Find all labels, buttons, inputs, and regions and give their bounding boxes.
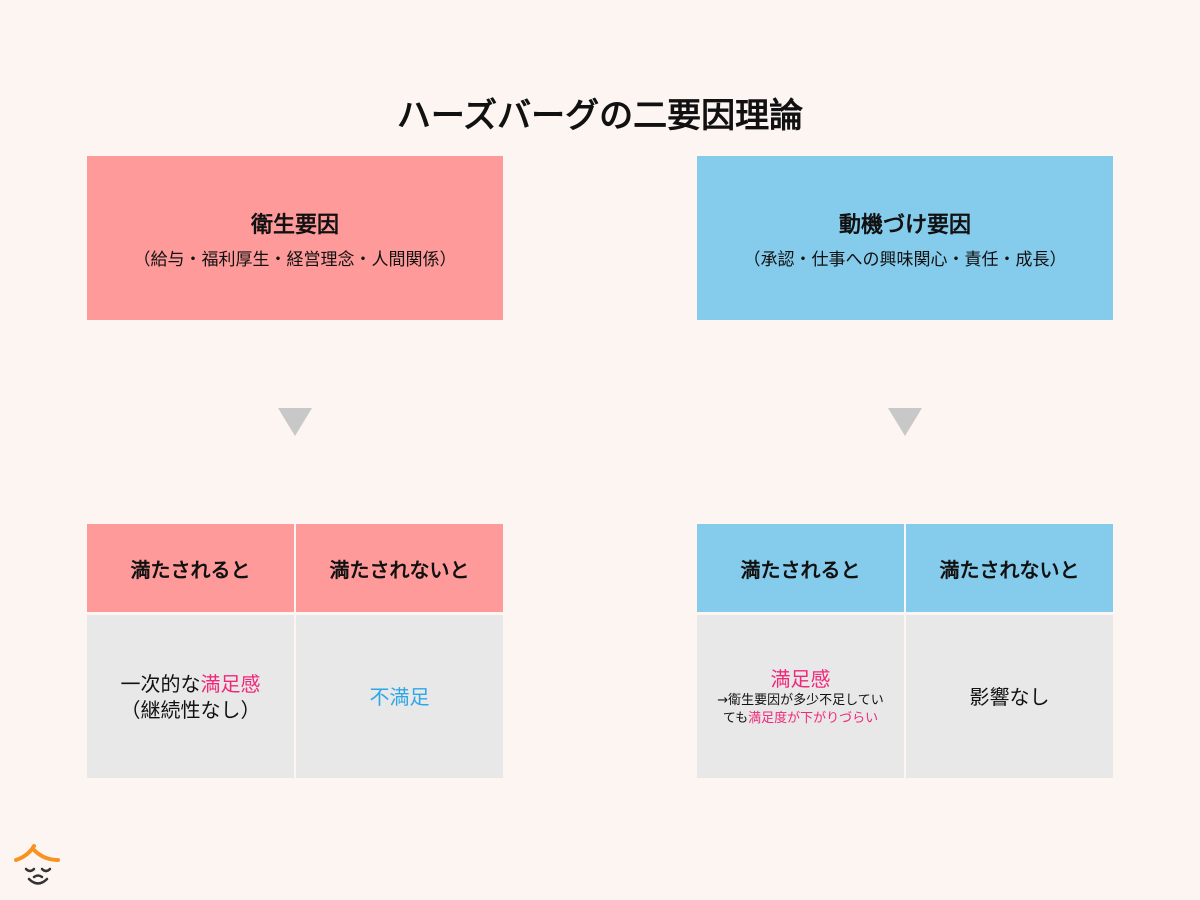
motivator-examples: （承認・仕事への興味関心・責任・成長） <box>743 249 1067 270</box>
cell-note: ても <box>722 710 749 726</box>
cell-highlight: 満足感 <box>200 671 261 696</box>
motivator-table: 満たされると 満たされないと 満足感 →衛生要因が多少不足してい ても満足度が下… <box>697 524 1113 778</box>
cell-satisfied: 一次的な満足感 （継続性なし） <box>87 615 294 778</box>
down-arrow-icon <box>278 408 312 436</box>
cell-text: （継続性なし） <box>120 697 261 722</box>
cell-unsatisfied: 不満足 <box>296 615 503 778</box>
hygiene-examples: （給与・福利厚生・経営理念・人間関係） <box>133 249 457 270</box>
header-unsatisfied: 満たされないと <box>296 524 503 612</box>
hygiene-factors-box: 衛生要因 （給与・福利厚生・経営理念・人間関係） <box>87 156 503 320</box>
cell-note: →衛生要因が多少不足してい <box>717 692 884 708</box>
motivator-heading: 動機づけ要因 <box>838 212 971 238</box>
hygiene-heading: 衛生要因 <box>250 212 339 238</box>
hygiene-table: 満たされると 満たされないと 一次的な満足感 （継続性なし） 不満足 <box>87 524 503 778</box>
header-satisfied: 満たされると <box>697 524 904 612</box>
down-arrow-icon <box>888 408 922 436</box>
cell-note-highlight: 満足度が下がりづらい <box>748 710 879 726</box>
cell-unsatisfied: 影響なし <box>906 615 1113 778</box>
face-logo-icon <box>14 844 60 885</box>
header-unsatisfied: 満たされないと <box>906 524 1113 612</box>
header-satisfied: 満たされると <box>87 524 294 612</box>
motivator-factors-box: 動機づけ要因 （承認・仕事への興味関心・責任・成長） <box>697 156 1113 320</box>
cell-highlight: 満足感 <box>770 666 831 691</box>
page-title: ハーズバーグの二要因理論 <box>396 96 804 136</box>
cell-satisfied: 満足感 →衛生要因が多少不足してい ても満足度が下がりづらい <box>697 615 904 778</box>
cell-text: 一次的な <box>120 671 201 696</box>
